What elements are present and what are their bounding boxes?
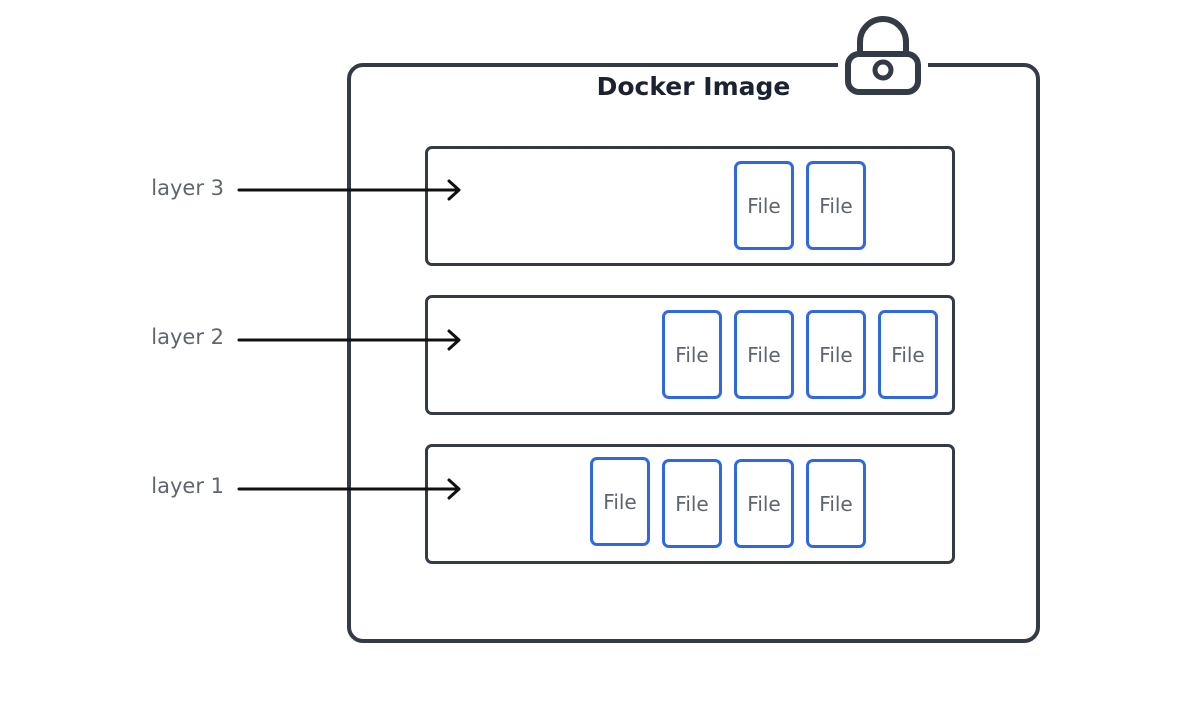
file-box: File [662, 310, 722, 399]
file-box: File [662, 459, 722, 548]
layer-box-3 [425, 146, 955, 266]
file-box: File [734, 161, 794, 250]
layer-label-3: layer 3 [151, 176, 224, 200]
file-box: File [590, 457, 650, 546]
layer-label-2: layer 2 [151, 325, 224, 349]
file-box: File [806, 310, 866, 399]
file-box: File [734, 310, 794, 399]
docker-image-title: Docker Image [596, 72, 791, 101]
file-box: File [806, 459, 866, 548]
file-box: File [734, 459, 794, 548]
lock-icon [838, 14, 928, 98]
layer-label-1: layer 1 [151, 474, 224, 498]
file-box: File [806, 161, 866, 250]
file-box: File [878, 310, 938, 399]
